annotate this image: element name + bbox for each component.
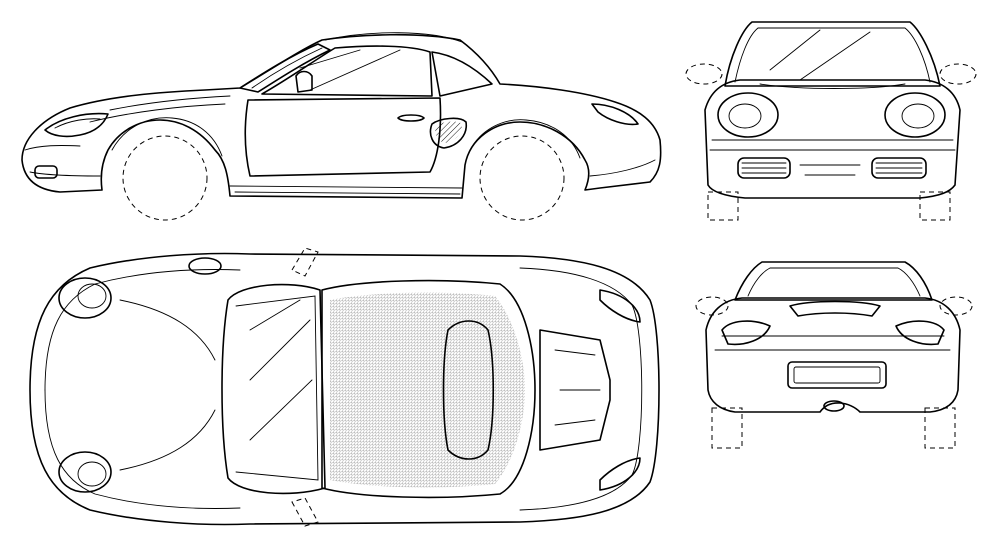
front-tyre-left [707,191,739,221]
side-soft-top [431,51,493,97]
top-rear-window [442,320,495,460]
rear-mirror-left [695,296,729,316]
side-air-intake [429,117,468,149]
side-front-indicator [34,165,58,179]
side-front-wheel [122,135,208,221]
front-mirror-left [685,63,723,85]
side-window [261,45,433,97]
rear-license-plate [787,361,887,389]
top-engine-lid [539,329,611,451]
side-tail-light [591,103,639,126]
rear-spoiler [789,300,881,317]
front-view [685,21,977,221]
top-mirror-upper [291,247,319,277]
top-headlight-upper [58,277,112,319]
front-tyre-right [919,191,951,221]
side-door [244,97,442,177]
top-fuel-cap [188,257,222,275]
side-headlight [44,112,109,138]
side-windshield [239,43,331,93]
front-headlight-left [717,92,779,138]
front-mirror-right [939,63,977,85]
top-windshield [221,283,326,495]
top-soft-top [321,279,536,499]
side-view [21,32,662,221]
side-mirror [295,70,313,93]
front-body-outline [704,79,961,199]
rear-tyre-right [924,407,956,449]
front-intake-right [871,157,927,179]
front-windshield [724,21,941,87]
side-door-handle [397,114,425,122]
top-body-outline [29,252,660,526]
rear-exhaust [823,400,845,412]
rear-tail-light-left [721,320,771,346]
side-front-bumper [24,145,101,177]
top-headlight-lower [58,451,112,493]
rear-body-outline [705,297,961,413]
top-mirror-lower [291,497,319,527]
rear-view [695,261,973,449]
rear-mirror-right [939,296,973,316]
top-view [29,247,660,527]
front-headlight-right [884,92,946,138]
rear-roof [734,261,933,301]
rear-tyre-left [711,407,743,449]
top-tail-light-lower [599,457,641,491]
side-rear-wheel [479,135,565,221]
rear-tail-light-right [895,320,945,346]
top-tail-light-upper [599,289,641,323]
front-intake-left [737,157,791,179]
